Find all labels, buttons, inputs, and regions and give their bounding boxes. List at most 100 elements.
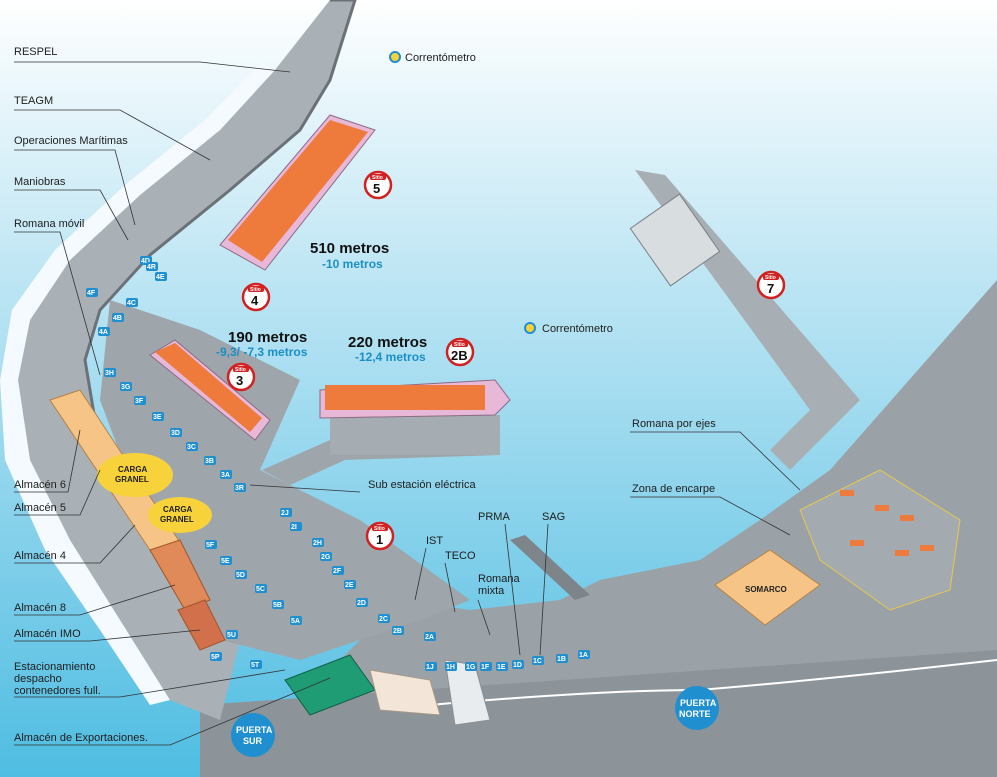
leader-almacen-4 xyxy=(14,524,136,564)
leader-romana-mixta xyxy=(477,599,491,636)
bay-3r: 3R xyxy=(234,483,246,492)
cfs-container xyxy=(875,505,889,511)
cfs-yard xyxy=(799,469,961,611)
bay-label: 1B xyxy=(557,656,566,663)
measure-190: 190 metros xyxy=(228,329,307,346)
leader-almacen-5 xyxy=(14,469,101,516)
berth-marker-5: Sitio 5 xyxy=(363,170,393,200)
label-romana-por-ejes: Romana por ejes xyxy=(632,418,716,430)
puerta-sur-gate xyxy=(231,713,275,757)
measure-220: 220 metros xyxy=(348,334,427,351)
bay-label: 4R xyxy=(147,264,156,271)
bulk-cargo-pile-2 xyxy=(148,497,212,533)
bay-3g: 3G xyxy=(120,382,132,391)
bay-5u: 5U xyxy=(226,630,238,639)
label-almacen-imo: Almacén IMO xyxy=(14,628,81,640)
bay-label: 5C xyxy=(256,586,265,593)
berth-marker-3: Sitio 3 xyxy=(226,362,256,392)
bay-2g: 2G xyxy=(320,552,332,561)
bay-label: 5D xyxy=(236,572,245,579)
bay-3c: 3C xyxy=(186,442,198,451)
jetty-building xyxy=(629,193,721,287)
bay-label: 1J xyxy=(426,664,434,671)
somarco-label: SOMARCO xyxy=(745,585,787,594)
bay-3e: 3E xyxy=(152,412,164,421)
leader-ist xyxy=(414,547,427,601)
bay-3d: 3D xyxy=(170,428,182,437)
bay-label: 5B xyxy=(273,602,282,609)
puerta-norte-gate xyxy=(675,686,719,730)
leader-zona-encarpe xyxy=(630,496,791,536)
bay-label: 1C xyxy=(533,658,542,665)
svg-text:Sitio: Sitio xyxy=(765,275,776,281)
bay-2a: 2A xyxy=(424,632,436,641)
bay-4b: 4B xyxy=(112,313,124,322)
leader-maniobras xyxy=(14,189,129,241)
bay-label: 5U xyxy=(227,632,236,639)
label-teagm: TEAGM xyxy=(14,95,53,107)
measure-220-depth: -12,4 metros xyxy=(355,350,426,364)
bay-label: 2I xyxy=(291,524,297,531)
bay-3a: 3A xyxy=(220,470,232,479)
berth-marker-7: Sitio 7 xyxy=(756,270,786,300)
bay-label: 4C xyxy=(127,300,136,307)
leader-almacen-6 xyxy=(14,429,81,493)
bay-label: 3R xyxy=(235,485,244,492)
label-operaciones-maritimas: Operaciones Marítimas xyxy=(14,135,128,147)
label-romana-mixta-2: mixta xyxy=(478,585,505,597)
bay-label: 1A xyxy=(579,652,588,659)
svg-text:Sitio: Sitio xyxy=(235,367,246,373)
bay-label: 2D xyxy=(357,600,366,607)
bay-1b: 1B xyxy=(556,654,568,663)
main-breakwater xyxy=(18,0,355,720)
label-almacen-4: Almacén 4 xyxy=(14,550,66,562)
leader-teagm xyxy=(14,109,211,161)
leader-almacen-export xyxy=(14,677,331,746)
bay-3b: 3B xyxy=(204,456,216,465)
leader-prma xyxy=(504,523,521,656)
svg-text:2B: 2B xyxy=(451,348,468,363)
bay-1d: 1D xyxy=(512,660,524,669)
leader-operaciones xyxy=(14,149,136,226)
bay-5c: 5C xyxy=(255,584,267,593)
svg-text:7: 7 xyxy=(767,281,774,296)
cfs-container xyxy=(920,545,934,551)
label-almacen-exportaciones: Almacén de Exportaciones. xyxy=(14,732,148,744)
bay-label: 1F xyxy=(481,664,490,671)
bay-label: 3B xyxy=(205,458,214,465)
bay-label: 3C xyxy=(187,444,196,451)
bay-label: 2C xyxy=(379,616,388,623)
bay-label: 1D xyxy=(513,662,522,669)
label-estacionamiento-3: contenedores full. xyxy=(14,685,101,697)
bay-1g: 1G xyxy=(465,662,477,671)
bay-1h: 1H xyxy=(445,662,457,671)
bulk-cargo-pile-1 xyxy=(97,453,173,497)
svg-text:1: 1 xyxy=(376,532,383,547)
svg-text:Sitio: Sitio xyxy=(374,526,385,532)
bay-1a: 1A xyxy=(578,650,590,659)
bay-label: 5F xyxy=(206,542,215,549)
bay-label: 4D xyxy=(141,258,150,265)
leader-respel xyxy=(14,61,291,73)
ship-sitio-5 xyxy=(219,114,376,271)
label-estacionamiento-1: Estacionamiento xyxy=(14,661,95,673)
bulk-label-1-line1: CARGA xyxy=(118,465,148,474)
bay-4e: 4E xyxy=(155,272,167,281)
leader-almacen-8 xyxy=(14,584,176,616)
bay-label: 2B xyxy=(393,628,402,635)
bay-4c: 4C xyxy=(126,298,138,307)
measure-510: 510 metros xyxy=(310,240,389,257)
label-romana-movil: Romana móvil xyxy=(14,218,84,230)
leader-almacen-imo xyxy=(14,629,201,642)
bay-5t: 5T xyxy=(250,660,262,669)
bay-4a: 4A xyxy=(98,327,110,336)
bay-1f: 1F xyxy=(480,662,492,671)
bay-2b: 2B xyxy=(392,626,404,635)
bulk-label-1-line2: GRANEL xyxy=(115,475,149,484)
bay-5b: 5B xyxy=(272,600,284,609)
tower-building xyxy=(444,659,491,726)
bay-2f: 2F xyxy=(332,566,344,575)
label-prma: PRMA xyxy=(478,511,510,523)
puerta-norte-label-2: NORTE xyxy=(679,709,711,719)
